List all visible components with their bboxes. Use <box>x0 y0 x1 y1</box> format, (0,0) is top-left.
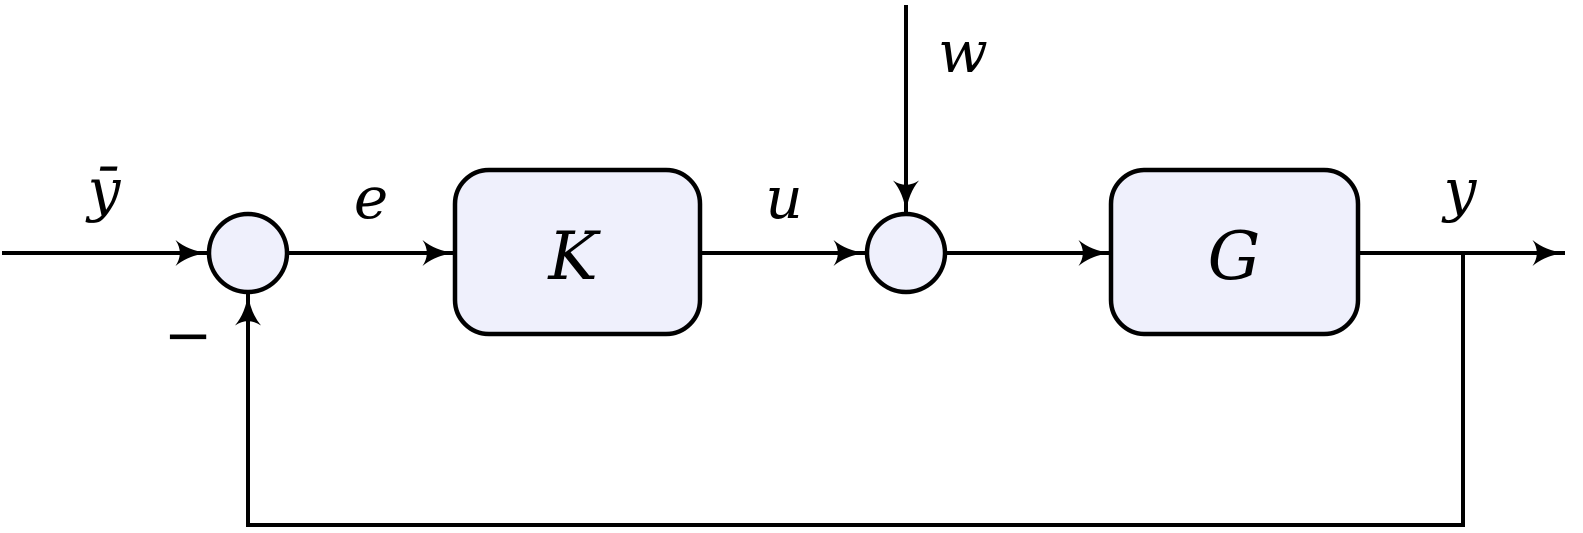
summing-junction-2 <box>864 211 948 295</box>
error-signal-label: e <box>354 164 388 232</box>
feedback-minus-sign: − <box>164 301 213 369</box>
plant-label: G <box>1208 218 1261 295</box>
plant-block-G <box>1108 167 1361 337</box>
controller-block-K <box>452 167 703 337</box>
control-signal-label: u <box>765 164 802 232</box>
disturbance-signal-label: w <box>938 18 988 86</box>
summing-junction-1 <box>206 211 290 295</box>
feedback-path <box>235 253 1465 527</box>
output-signal-label: y <box>1441 156 1478 224</box>
controller-label: K <box>547 218 601 295</box>
reference-signal-label: ȳ <box>85 156 122 224</box>
